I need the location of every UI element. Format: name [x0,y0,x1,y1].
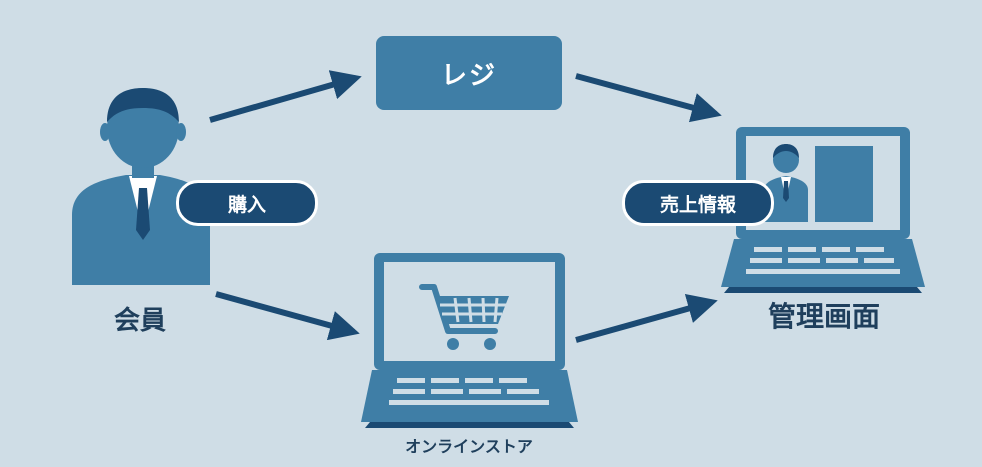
laptop-icon [361,253,578,428]
arrow-icon-member-to-online-store [215,291,360,341]
purchase-label: 購入 [227,193,266,216]
arrow-icon-register-to-admin [575,73,722,123]
member-person-icon [72,88,210,285]
register-label: レジ [440,60,497,91]
arrow-icon-online-store-to-admin [575,294,718,343]
purchase-badge: 購入 [176,180,318,226]
admin-person-icon [764,144,808,222]
arrow-icon-member-to-register [209,70,362,123]
sales-info-label: 売上情報 [659,193,736,216]
member-label: 会員 [113,306,166,336]
online-store-label: オンラインストア [405,437,533,456]
admin-laptop-icon [721,127,925,293]
shopping-cart-icon [419,284,509,350]
register-box: レジ [376,36,562,110]
admin-label: 管理画面 [767,300,880,333]
sales-info-badge: 売上情報 [622,180,774,226]
